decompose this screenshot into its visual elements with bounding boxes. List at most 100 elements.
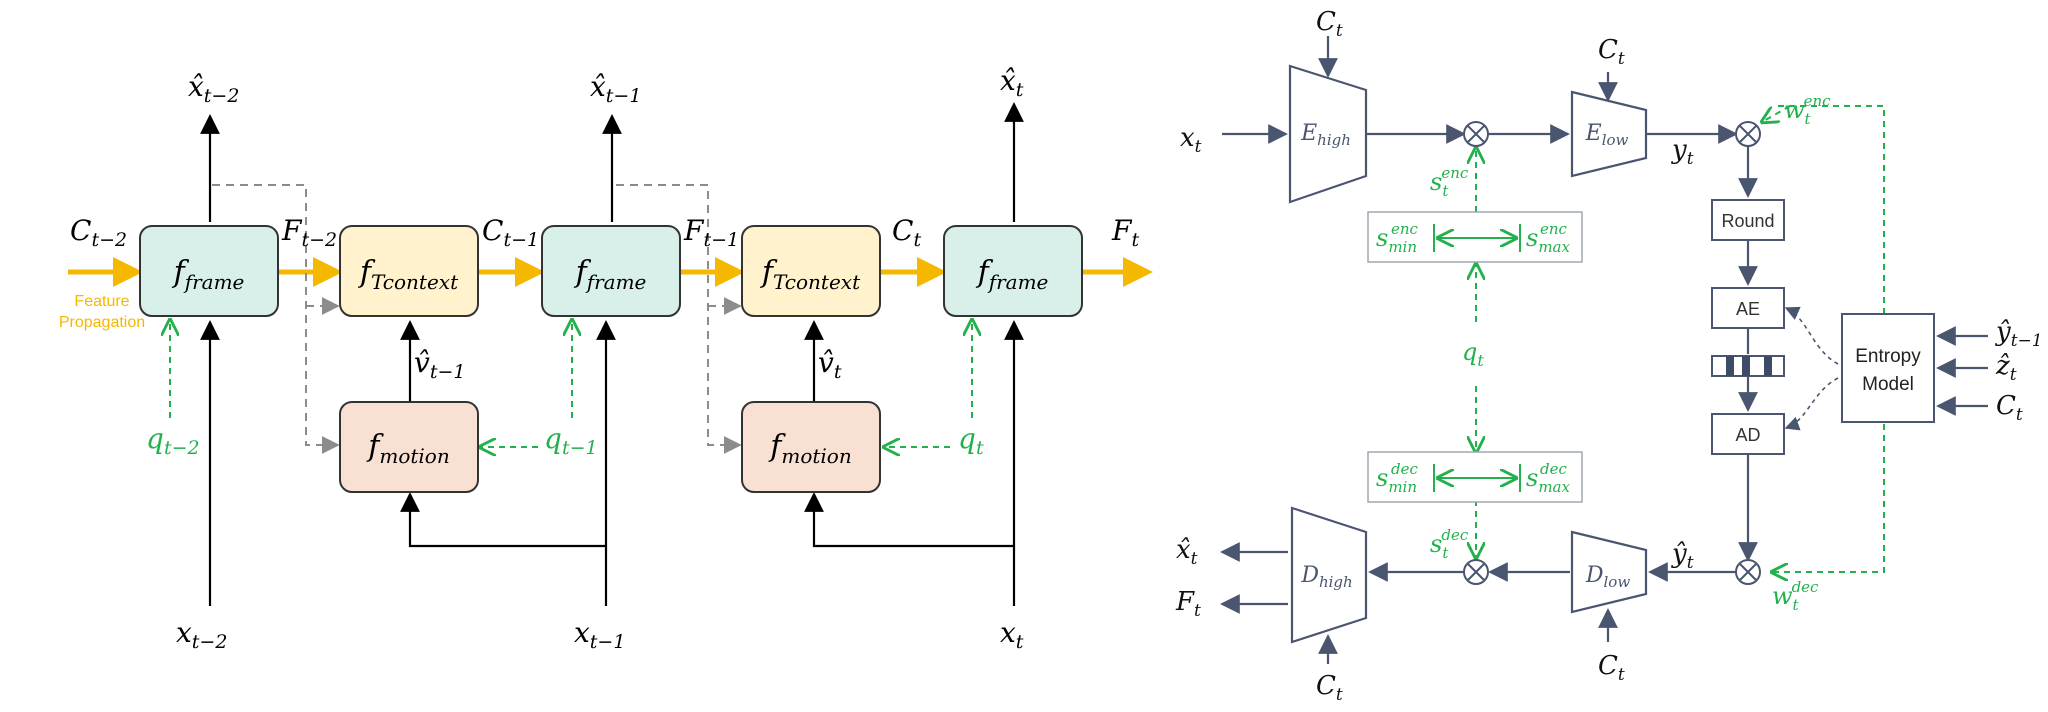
motion-block-1-label: fmotion	[366, 429, 449, 468]
multiply-icon-enc-scale	[1463, 121, 1489, 147]
right-green-labels: qt stenc stdec sminenc smaxenc smindec s…	[1376, 92, 1831, 614]
s-enc-range-box	[1367, 211, 1583, 263]
feature-propagation-label-1: Feature	[74, 293, 129, 310]
tcontext-block-1-label: fTcontext	[358, 255, 459, 294]
right-label-s-dec: stdec	[1430, 526, 1469, 562]
frame-block-2-label: fframe	[574, 255, 647, 294]
left-q-labels: qt−2 qt−1 qt	[146, 422, 984, 459]
frame-block-1-label: fframe	[172, 255, 245, 294]
tcontext-block-1: fTcontext	[339, 225, 479, 317]
left-math-labels: Ct−2 Ct−1 Ct Ft−2 Ft−1 Ft x̂t−2 x̂t−1 x̂…	[70, 64, 1139, 653]
right-label-q-t: qt	[1462, 338, 1484, 370]
label-x-tm2: xt−2	[176, 616, 227, 653]
label-x-tm1: xt−1	[574, 616, 625, 653]
label-c-tm1: Ct−1	[482, 214, 539, 251]
em-to-w-dec-line	[1772, 424, 1885, 572]
label-xhat-tm2: x̂t−2	[188, 70, 239, 107]
label-q-tm2: qt−2	[146, 422, 200, 459]
ae-block: AE	[1711, 287, 1785, 329]
label-vhat-t: v̂t	[818, 346, 842, 383]
right-label-smax-dec: smaxdec	[1526, 460, 1570, 496]
left-diagram: fframe fTcontext fframe fTcontext fframe	[59, 64, 1153, 653]
ad-label: AD	[1735, 425, 1760, 445]
right-label-zhat-t: ẑt	[1995, 351, 2017, 385]
motion-block-2: fmotion	[741, 401, 881, 493]
right-label-ct-ehigh: Ct	[1316, 7, 1343, 41]
multiply-nodes	[1463, 121, 1761, 585]
gray-path-1-motion	[212, 184, 340, 454]
gray-dashed-paths	[212, 184, 742, 454]
right-label-y-t: yt	[1671, 135, 1694, 169]
w-enc-arrow	[1762, 105, 1791, 122]
right-label-w-enc: wtenc	[1784, 92, 1831, 128]
bitstream-icon	[1711, 355, 1785, 377]
e-high-label: Ehigh	[1300, 121, 1351, 149]
right-label-ct-dhigh: Ct	[1316, 671, 1343, 705]
right-label-f-t: Ft	[1175, 587, 1201, 621]
s-dec-range-box	[1367, 451, 1583, 503]
feature-propagation-label-2: Propagation	[59, 314, 145, 331]
right-label-x-t: xt	[1180, 123, 1202, 157]
ad-block: AD	[1711, 413, 1785, 455]
e-low-block: Elow	[1570, 90, 1648, 178]
d-high-label: Dhigh	[1300, 563, 1352, 591]
frame-block-3-label: fframe	[976, 255, 1049, 294]
round-label: Round	[1721, 211, 1774, 231]
frame-block-3: fframe	[943, 225, 1083, 317]
entropy-dashed-links	[1784, 306, 1839, 431]
e-high-block: Ehigh	[1288, 64, 1368, 204]
right-label-smin-enc: sminenc	[1376, 220, 1419, 256]
right-label-w-dec: wtdec	[1772, 578, 1819, 614]
q-arrows	[170, 320, 972, 447]
motion-block-1: fmotion	[339, 401, 479, 493]
right-label-s-enc: stenc	[1430, 164, 1469, 200]
em-to-w-enc-line	[1778, 105, 1885, 314]
right-label-ct-dlow: Ct	[1598, 651, 1625, 685]
black-arrows	[200, 102, 1024, 606]
multiply-icon-dec-w	[1735, 559, 1761, 585]
entropy-model-label-2: Model	[1862, 374, 1914, 395]
x-t-to-motion	[804, 492, 1014, 548]
tcontext-block-2: fTcontext	[741, 225, 881, 317]
entropy-model-label-1: Entropy	[1855, 346, 1921, 367]
label-vhat-tm1: v̂t−1	[414, 346, 465, 383]
right-label-yhat-t: ŷt	[1671, 539, 1694, 573]
d-low-block: Dlow	[1570, 530, 1648, 614]
label-xhat-t: x̂t	[1000, 64, 1024, 101]
label-c-tm2: Ct−2	[70, 214, 127, 251]
label-f-tm1: Ft−1	[683, 214, 739, 251]
label-f-tm2: Ft−2	[281, 214, 337, 251]
em-to-ad	[1784, 377, 1839, 431]
d-high-block: Dhigh	[1290, 506, 1368, 644]
ae-label: AE	[1736, 299, 1760, 319]
right-label-smin-dec: smindec	[1376, 460, 1418, 496]
multiply-icon-dec-scale	[1463, 559, 1489, 585]
label-xhat-tm1: x̂t−1	[590, 70, 641, 107]
label-f-t: Ft	[1111, 214, 1139, 251]
right-math-labels: xt Ct Ct yt ŷt x̂t Ft Ct Ct ŷt−1 ẑt Ct	[1175, 7, 2043, 705]
x-tm1-to-motion	[400, 492, 606, 548]
label-x-t: xt	[1000, 616, 1024, 653]
multiply-icon-enc-w	[1735, 121, 1761, 147]
right-label-ct-em: Ct	[1996, 391, 2023, 425]
label-q-t: qt	[958, 422, 984, 459]
right-label-ct-elow: Ct	[1598, 35, 1625, 69]
right-label-smax-enc: smaxenc	[1526, 220, 1570, 256]
e-low-label: Elow	[1585, 121, 1629, 149]
label-q-tm1: qt−1	[544, 422, 598, 459]
green-dashed-paths	[1476, 105, 1885, 572]
frame-block-2: fframe	[541, 225, 681, 317]
d-low-label: Dlow	[1585, 563, 1630, 591]
right-label-xhat-t: x̂t	[1176, 535, 1198, 569]
em-to-ae	[1784, 306, 1839, 365]
label-c-t: Ct	[892, 214, 921, 251]
decoder-path	[1220, 326, 1988, 664]
gray-path-2-motion	[616, 184, 742, 454]
frame-block-1: fframe	[139, 225, 279, 317]
entropy-model-block: Entropy Model	[1841, 313, 1935, 423]
encoder-path	[1222, 36, 1758, 562]
round-block: Round	[1711, 199, 1785, 241]
right-diagram: Ehigh Elow Dhigh Dlow Round AE	[1175, 7, 2043, 705]
right-label-yhat-tm1: ŷt−1	[1995, 317, 2043, 351]
